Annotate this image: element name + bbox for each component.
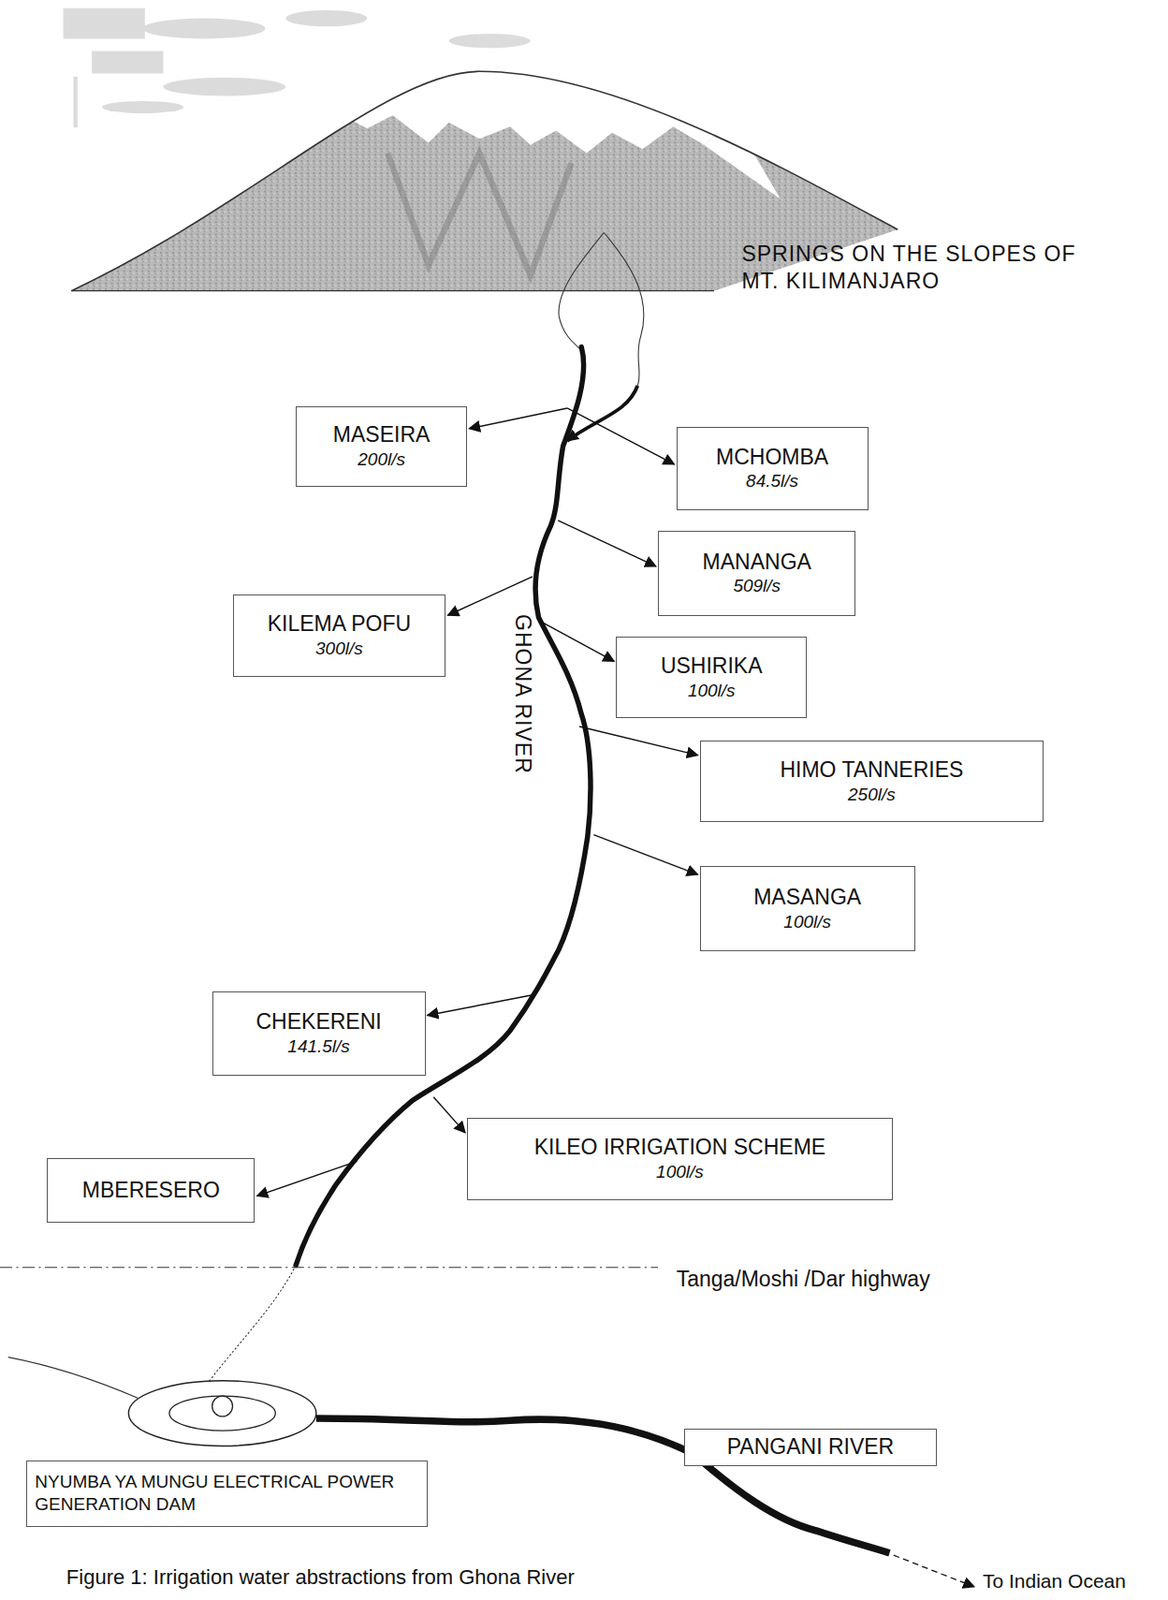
site-name: USHIRIKA xyxy=(660,653,763,680)
flow-rate: 250l/s xyxy=(847,783,896,806)
destination-label: To Indian Ocean xyxy=(982,1568,1161,1593)
site-name: MCHOMBA xyxy=(715,444,829,471)
flow-rate: 509l/s xyxy=(732,574,781,598)
flow-rate: 141.5l/s xyxy=(287,1035,351,1058)
site-name: MASANGA xyxy=(753,884,862,911)
sketch-scraps xyxy=(63,8,531,129)
tributary xyxy=(558,233,604,353)
dam-box: NYUMBA YA MUNGU ELECTRICAL POWER GENERAT… xyxy=(26,1460,427,1527)
river-name: GHONA RIVER xyxy=(509,613,537,774)
dam-reservoir xyxy=(128,1380,317,1446)
abstraction-box: MCHOMBA84.5l/s xyxy=(676,426,869,511)
flow-rate: 100l/s xyxy=(656,1160,704,1183)
site-name: KILEO IRRIGATION SCHEME xyxy=(534,1134,826,1161)
site-name: CHEKERENI xyxy=(256,1008,382,1036)
highway-label: Tanga/Moshi /Dar highway xyxy=(676,1265,1052,1293)
site-name: KILEMA POFU xyxy=(267,611,411,638)
abstraction-box: MANANGA509l/s xyxy=(657,530,856,617)
site-name: MASEIRA xyxy=(333,422,431,449)
abstraction-box: USHIRIKA100l/s xyxy=(615,636,807,718)
flow-rate: 100l/s xyxy=(783,910,832,934)
flow-rate: 200l/s xyxy=(357,448,406,471)
abstraction-arrows xyxy=(257,408,699,1196)
abstraction-box: MASANGA100l/s xyxy=(700,865,916,950)
river-name-box: PANGANI RIVER xyxy=(684,1428,936,1466)
highway-line xyxy=(0,1266,658,1268)
abstraction-box: KILEMA POFU300l/s xyxy=(233,594,447,676)
springs-label: SPRINGS ON THE SLOPES OF MT. KILIMANJARO xyxy=(741,240,1116,295)
tributary xyxy=(603,233,644,386)
flow-rate: 84.5l/s xyxy=(745,469,799,493)
site-name: MBERESERO xyxy=(82,1177,220,1204)
abstraction-box: HIMO TANNERIES250l/s xyxy=(700,740,1044,822)
site-name: HIMO TANNERIES xyxy=(779,757,964,784)
abstraction-box: CHEKERENI141.5l/s xyxy=(212,991,426,1075)
figure-caption: Figure 1: Irrigation water abstractions … xyxy=(66,1563,575,1591)
site-name: PANGANI RIVER xyxy=(727,1433,895,1460)
abstraction-box: KILEO IRRIGATION SCHEME100l/s xyxy=(467,1117,893,1200)
abstraction-box: MASEIRA200l/s xyxy=(295,406,468,487)
flow-rate: 300l/s xyxy=(315,637,364,660)
site-name: MANANGA xyxy=(702,549,812,576)
site-name: NYUMBA YA MUNGU ELECTRICAL POWER GENERAT… xyxy=(34,1470,419,1516)
abstraction-box: MBERESERO xyxy=(46,1157,255,1223)
flow-rate: 100l/s xyxy=(687,679,736,702)
